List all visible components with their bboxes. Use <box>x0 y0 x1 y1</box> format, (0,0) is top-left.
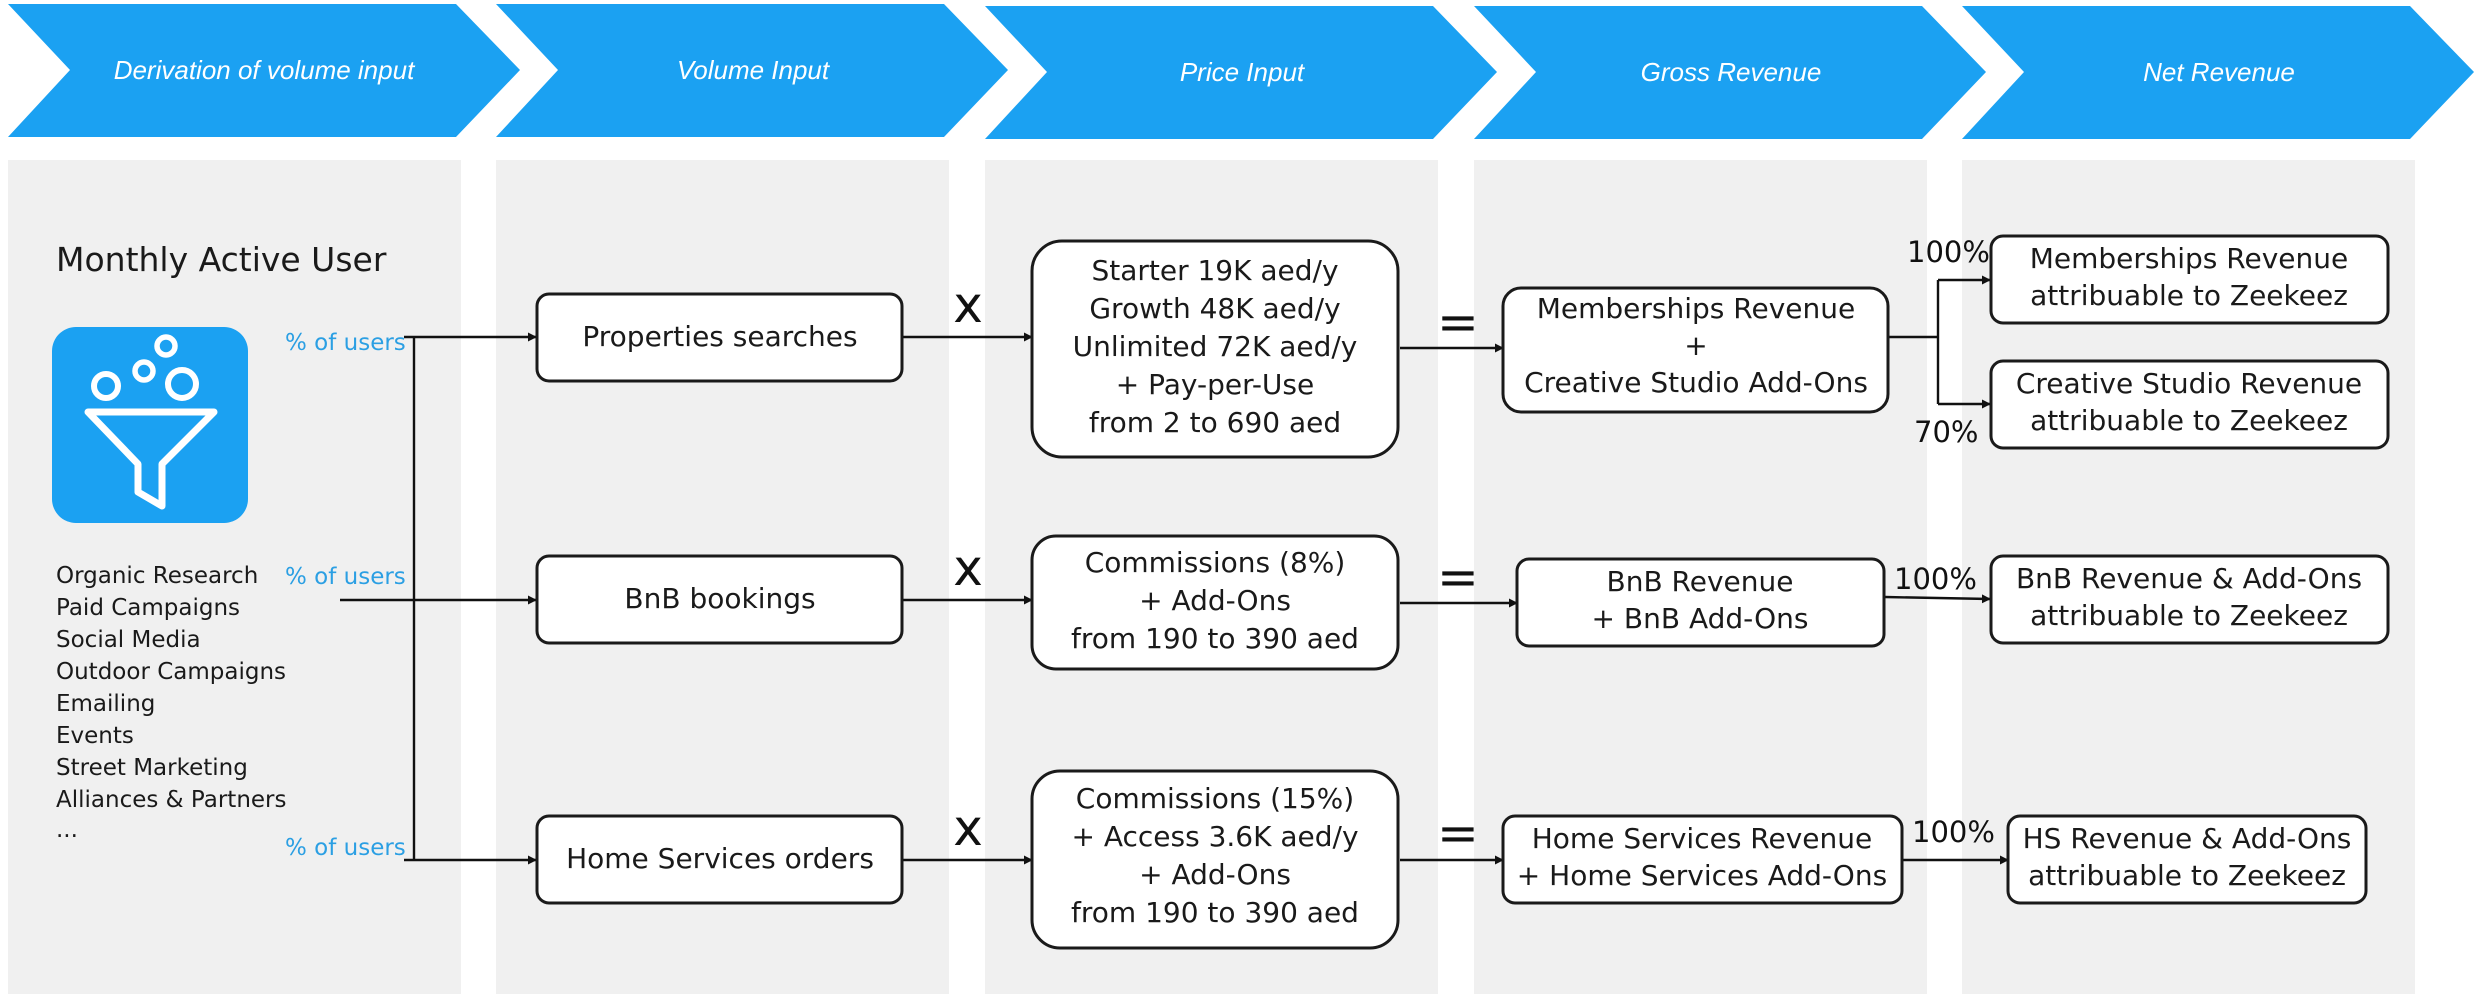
equals-sign: = <box>1437 804 1479 862</box>
price-line: Commissions (15%) <box>1076 782 1354 815</box>
net-line: attribuable to Zeekeez <box>2028 859 2346 892</box>
net-line: HS Revenue & Add-Ons <box>2023 822 2352 855</box>
net-boxes: Memberships Revenue attribuable to Zeeke… <box>1989 234 2390 905</box>
attribution-pct: 100% <box>1894 562 1977 596</box>
chevron-net <box>1962 6 2474 139</box>
volume-boxes: Properties searches BnB bookings Home Se… <box>535 292 904 905</box>
price-box-home-services <box>1030 769 1400 950</box>
gross-boxes: Memberships Revenue + Creative Studio Ad… <box>1501 286 1904 905</box>
multiply-sign: x <box>953 799 983 857</box>
gross-box-memberships <box>1501 286 1890 414</box>
price-line: from 2 to 690 aed <box>1089 406 1341 439</box>
channel-item: Street Marketing <box>56 755 248 781</box>
gross-line: BnB Revenue <box>1606 565 1793 598</box>
volume-box-properties <box>535 292 904 383</box>
price-box-memberships <box>1030 239 1400 459</box>
arrow-to-bnb-net <box>1884 594 1991 604</box>
net-box-creative-studio <box>1989 359 2390 450</box>
chevron-derivation <box>8 4 520 137</box>
chevron-volume <box>496 4 1008 137</box>
channel-item: Events <box>56 723 134 749</box>
equals-sign: = <box>1437 548 1479 606</box>
funnel-icon <box>52 327 248 523</box>
price-box-bnb <box>1030 534 1400 671</box>
gross-line: + BnB Add-Ons <box>1592 602 1809 635</box>
net-box-bnb <box>1989 554 2390 645</box>
attribution-pct: 100% <box>1907 235 1990 269</box>
channel-item: Alliances & Partners <box>56 787 286 813</box>
gross-line: Memberships Revenue <box>1537 292 1856 325</box>
volume-label: Home Services orders <box>566 842 874 875</box>
volume-box-home-services <box>535 814 904 905</box>
gross-box-bnb <box>1515 557 1886 648</box>
channel-item: ... <box>56 817 78 843</box>
mau-title: Monthly Active User <box>56 240 387 279</box>
price-line: Growth 48K aed/y <box>1089 292 1340 325</box>
price-line: from 190 to 390 aed <box>1071 622 1359 655</box>
connectors <box>340 275 2009 865</box>
stage-label-derivation: Derivation of volume input <box>114 55 416 85</box>
stage-label-volume: Volume Input <box>677 55 831 85</box>
net-line: attribuable to Zeekeez <box>2030 279 2348 312</box>
gross-line: Creative Studio Add-Ons <box>1524 366 1868 399</box>
chevron-price <box>985 6 1497 139</box>
attribution-pct: 100% <box>1912 815 1995 849</box>
chevron-gross <box>1474 6 1986 139</box>
gross-box-home-services <box>1501 814 1904 905</box>
channel-item: Paid Campaigns <box>56 595 240 621</box>
price-line: Commissions (8%) <box>1085 546 1346 579</box>
volume-box-bnb <box>535 554 904 645</box>
multiply-sign: x <box>953 276 983 334</box>
channel-item: Emailing <box>56 691 155 717</box>
net-line: Creative Studio Revenue <box>2016 367 2362 400</box>
stage-label-gross: Gross Revenue <box>1641 57 1822 87</box>
panel-derivation <box>8 160 461 994</box>
pct-of-users-label: % of users <box>285 564 406 590</box>
gross-line: + <box>1684 329 1707 362</box>
volume-label: Properties searches <box>582 320 857 353</box>
attribution-labels: 100% 70% 100% 100% <box>1894 235 1995 849</box>
stage-headers: Derivation of volume input Volume Input … <box>8 4 2474 139</box>
price-line: Starter 19K aed/y <box>1091 254 1338 287</box>
price-line: + Add-Ons <box>1139 858 1291 891</box>
volume-label: BnB bookings <box>624 582 815 615</box>
price-line: + Add-Ons <box>1139 584 1291 617</box>
multiply-sign: x <box>953 539 983 597</box>
price-line: + Access 3.6K aed/y <box>1071 820 1358 853</box>
gross-line: + Home Services Add-Ons <box>1517 859 1887 892</box>
channel-item: Organic Research <box>56 563 258 589</box>
channel-item: Social Media <box>56 627 201 653</box>
net-line: Memberships Revenue <box>2030 242 2349 275</box>
multiply-operators: x x x <box>953 276 983 857</box>
price-line: Unlimited 72K aed/y <box>1073 330 1358 363</box>
gross-line: Home Services Revenue <box>1532 822 1873 855</box>
derivation-column: Monthly Active User Organic Research Pai… <box>52 240 406 861</box>
equals-sign: = <box>1437 293 1479 351</box>
pct-of-users-label: % of users <box>285 835 406 861</box>
equals-operators: = = = <box>1437 293 1479 862</box>
price-boxes: Starter 19K aed/y Growth 48K aed/y Unlim… <box>1030 239 1400 950</box>
channel-item: Outdoor Campaigns <box>56 659 286 685</box>
net-box-memberships <box>1989 234 2390 325</box>
net-line: BnB Revenue & Add-Ons <box>2016 562 2362 595</box>
pct-of-users-label: % of users <box>285 330 406 356</box>
net-line: attribuable to Zeekeez <box>2030 404 2348 437</box>
stage-label-net: Net Revenue <box>2143 57 2295 87</box>
stage-label-price: Price Input <box>1180 57 1306 87</box>
net-box-home-services <box>2006 814 2368 905</box>
price-line: from 190 to 390 aed <box>1071 896 1359 929</box>
price-line: + Pay-per-Use <box>1116 368 1314 401</box>
channel-list: Organic Research Paid Campaigns Social M… <box>56 563 286 843</box>
net-line: attribuable to Zeekeez <box>2030 599 2348 632</box>
attribution-pct: 70% <box>1914 415 1978 449</box>
